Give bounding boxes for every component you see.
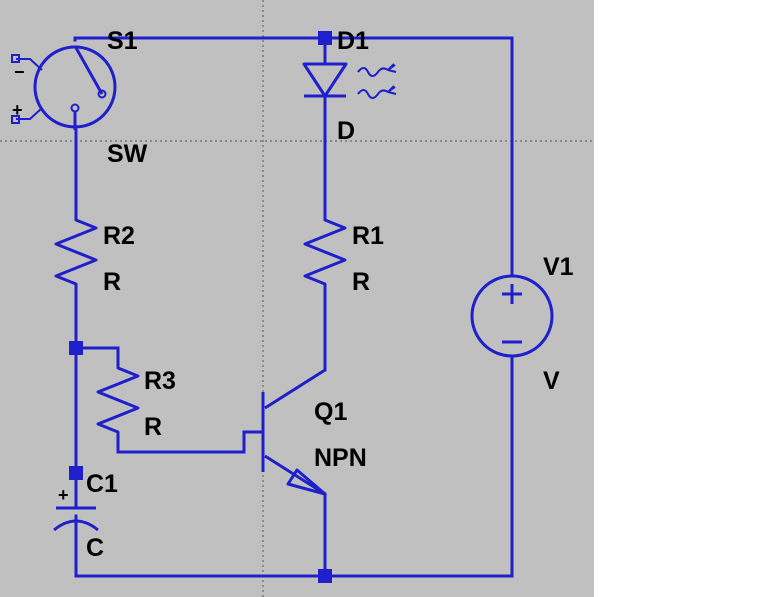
junction-node xyxy=(69,341,83,355)
junction-node xyxy=(69,466,83,480)
capacitor-plus-sign: + xyxy=(58,485,69,505)
led-d1[interactable]: D1 D xyxy=(302,27,397,145)
resistor-r1[interactable]: R1 R xyxy=(303,212,384,296)
resistor-ref-label: R2 xyxy=(103,222,135,250)
transistor-q1[interactable]: Q1 NPN xyxy=(261,368,367,496)
led-value-label: D xyxy=(337,117,355,145)
switch-pin-minus-sign: − xyxy=(14,62,25,82)
switch-contact xyxy=(97,89,107,99)
wire-top-rail[interactable] xyxy=(73,36,514,278)
switch-pin-minus[interactable] xyxy=(11,54,20,63)
transistor-collector xyxy=(264,368,326,410)
capacitor-c1[interactable]: + C1 C xyxy=(53,470,118,576)
transistor-value-label: NPN xyxy=(314,444,367,472)
switch-value-label: SW xyxy=(107,140,148,168)
transistor-ref-label: Q1 xyxy=(314,398,347,426)
switch-lever xyxy=(73,45,104,95)
resistor-r3[interactable]: R3 R xyxy=(96,360,176,441)
switch-contact xyxy=(70,103,80,113)
wire-r3-base[interactable] xyxy=(116,430,265,454)
light-wave-icon xyxy=(357,85,397,99)
source-body xyxy=(470,274,554,358)
switch-ref-label: S1 xyxy=(107,27,138,55)
switch-pin-plus-lead xyxy=(16,107,43,120)
capacitor-value-label: C xyxy=(86,534,104,562)
resistor-zigzag xyxy=(96,360,140,440)
light-wave-icon xyxy=(357,63,397,77)
source-value-label: V xyxy=(543,367,560,395)
resistor-zigzag xyxy=(303,212,347,292)
switch-pin-plus-sign: + xyxy=(12,100,23,120)
transistor-emitter-arrow xyxy=(286,468,327,496)
switch-pin-plus[interactable] xyxy=(11,115,20,124)
source-ref-label: V1 xyxy=(543,253,574,281)
schematic-background xyxy=(0,0,594,597)
switch-s1[interactable]: − + S1 SW xyxy=(11,27,148,168)
capacitor-ref-label: C1 xyxy=(86,470,118,498)
switch-pin-minus-lead xyxy=(16,58,43,71)
led-ref-label: D1 xyxy=(337,27,369,55)
resistor-ref-label: R1 xyxy=(352,222,384,250)
junction-node xyxy=(318,569,332,583)
resistor-value-label: R xyxy=(144,413,162,441)
resistor-r2[interactable]: R2 R xyxy=(54,212,135,296)
wire-node-r3[interactable] xyxy=(74,346,120,362)
resistor-value-label: R xyxy=(103,268,121,296)
resistor-zigzag xyxy=(54,212,98,292)
resistor-ref-label: R3 xyxy=(144,367,176,395)
resistor-value-label: R xyxy=(352,268,370,296)
voltage-source-v1[interactable]: V1 V xyxy=(470,253,574,395)
